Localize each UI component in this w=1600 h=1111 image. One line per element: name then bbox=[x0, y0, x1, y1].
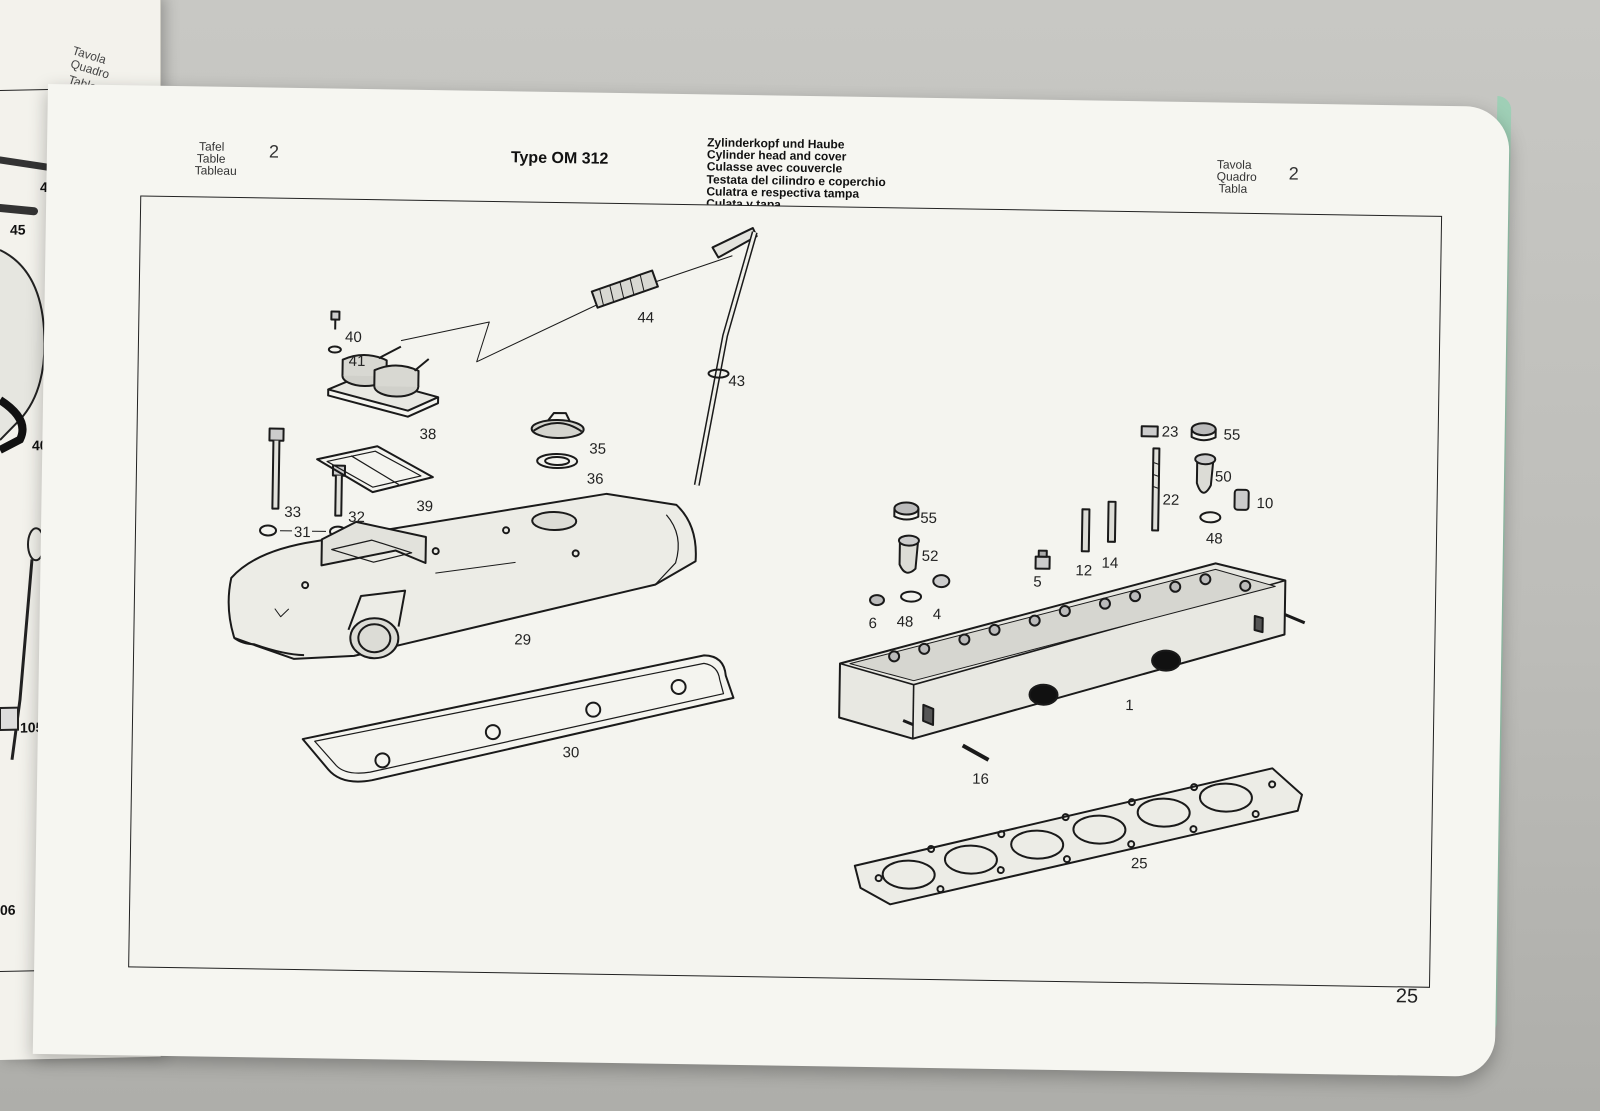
callout-44: 44 bbox=[637, 309, 654, 326]
callout-52: 52 bbox=[922, 548, 939, 565]
long-bolt-part-33 bbox=[268, 427, 285, 510]
stud-part-22 bbox=[1151, 447, 1161, 532]
bolt-part-40 bbox=[330, 310, 341, 330]
sleeve-part-10 bbox=[1233, 488, 1250, 511]
left-callout-45: 45 bbox=[10, 221, 26, 238]
callout-23: 23 bbox=[1162, 424, 1179, 441]
cylinder-head-part-1 bbox=[838, 562, 1306, 740]
callout-33: 33 bbox=[284, 504, 301, 521]
callout-30: 30 bbox=[562, 744, 579, 761]
rotator-part-55-left bbox=[893, 501, 920, 521]
callout-55-left: 55 bbox=[920, 510, 937, 527]
left-page-drawing bbox=[0, 156, 98, 760]
callout-16: 16 bbox=[972, 771, 989, 788]
washer-part-48-right bbox=[1199, 511, 1222, 524]
dipstick-tube-part-43 bbox=[693, 227, 758, 486]
gasket-part-36 bbox=[536, 453, 579, 470]
valve-cover-part-29 bbox=[227, 492, 697, 660]
callout-5: 5 bbox=[1033, 574, 1042, 591]
callout-38: 38 bbox=[419, 426, 436, 443]
rotator-part-55-right bbox=[1190, 422, 1217, 442]
nut-part-6 bbox=[868, 594, 885, 607]
callout-35: 35 bbox=[589, 441, 606, 458]
tableau-label: Tableau bbox=[194, 163, 237, 178]
valve-guide-part-50 bbox=[1194, 453, 1217, 494]
gasket-part-39 bbox=[316, 445, 434, 494]
callout-41: 41 bbox=[349, 353, 366, 370]
plate-titles: Zylinderkopf und Haube Cylinder head and… bbox=[706, 135, 886, 212]
callout-50: 50 bbox=[1215, 468, 1232, 485]
tabla-label: Tabla bbox=[1218, 181, 1248, 196]
page-number: 25 bbox=[1395, 985, 1419, 1008]
washer-part-48-left bbox=[900, 590, 923, 603]
head-gasket-part-25 bbox=[853, 767, 1303, 906]
callout-43: 43 bbox=[728, 373, 745, 390]
callout-10: 10 bbox=[1256, 495, 1273, 512]
valve-guide-part-52 bbox=[897, 534, 920, 574]
left-page: Tavola Quadro Tabla 1 44 43 45 40 105 06 bbox=[0, 0, 161, 1060]
hose-part-44 bbox=[590, 269, 659, 309]
callout-48-right: 48 bbox=[1206, 530, 1223, 547]
callout-31: 31 bbox=[294, 524, 311, 541]
callout-1: 1 bbox=[1125, 697, 1134, 714]
callout-55-right: 55 bbox=[1223, 427, 1240, 444]
stud-part-12 bbox=[1080, 508, 1091, 553]
filler-cap-part-35 bbox=[530, 411, 585, 440]
cover-gasket-part-30 bbox=[301, 654, 735, 783]
stud-part-14 bbox=[1106, 500, 1117, 543]
callout-6: 6 bbox=[868, 615, 877, 632]
callout-40: 40 bbox=[345, 329, 362, 346]
plate-number-right: 2 bbox=[1288, 163, 1299, 184]
dowel-pin-part-16 bbox=[961, 743, 990, 762]
nut-part-23 bbox=[1140, 425, 1159, 438]
breather-part-38 bbox=[327, 345, 440, 418]
left-callout-06: 06 bbox=[0, 901, 16, 918]
gasket-part-36-inner bbox=[544, 456, 571, 467]
callout-29: 29 bbox=[514, 631, 531, 648]
washer-part-31-a bbox=[259, 524, 278, 537]
washer-part-41 bbox=[327, 345, 342, 354]
callout-22: 22 bbox=[1162, 492, 1179, 509]
callout-48-left: 48 bbox=[897, 613, 914, 630]
callout-36: 36 bbox=[587, 471, 604, 488]
plug-part-5 bbox=[1034, 549, 1051, 570]
callout-4: 4 bbox=[933, 606, 942, 623]
callout-39: 39 bbox=[416, 498, 433, 515]
exploded-view-drawing: 1 4 5 6 10 12 14 16 22 23 25 29 30 31 32… bbox=[227, 227, 1306, 906]
plate-number-left: 2 bbox=[268, 141, 280, 162]
type-title: Type OM 312 bbox=[510, 149, 609, 168]
callout-12: 12 bbox=[1075, 562, 1092, 579]
leader-line bbox=[400, 255, 733, 363]
exploded-view-plate: 1 4 5 6 10 12 14 16 22 23 25 29 30 31 32… bbox=[128, 195, 1443, 988]
parts-catalog-page: Tafel Table Tableau 2 Type OM 312 Zylind… bbox=[32, 84, 1510, 1077]
nut-part-4 bbox=[932, 574, 951, 589]
callout-14: 14 bbox=[1101, 555, 1118, 572]
callout-32: 32 bbox=[348, 509, 365, 526]
callout-25: 25 bbox=[1131, 855, 1148, 872]
